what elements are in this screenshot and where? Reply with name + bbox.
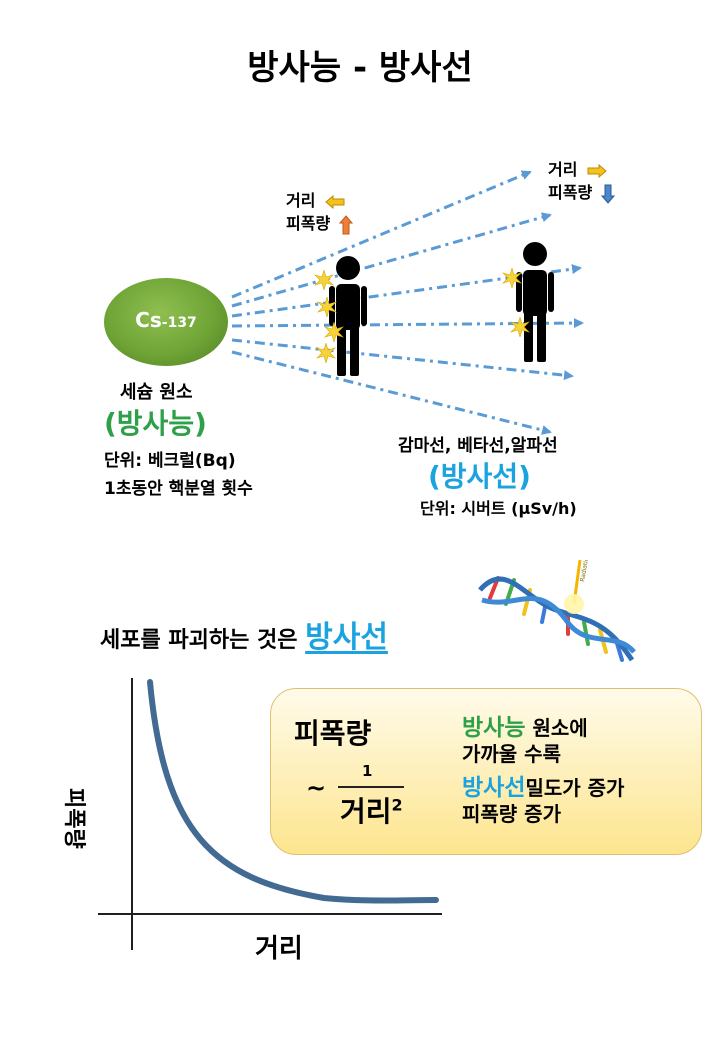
far-dose-label: 피폭량 xyxy=(548,179,615,204)
cesium-mass-number: -137 xyxy=(161,315,197,331)
impact-burst-icon xyxy=(502,268,522,288)
ray-1 xyxy=(231,170,532,299)
formula-tilde: ~ xyxy=(306,774,327,802)
explanation-line-1: 방사능 원소에 xyxy=(462,708,588,742)
fraction-bar xyxy=(338,786,404,788)
radioactivity-label: (방사능) xyxy=(104,407,207,440)
person-near-icon xyxy=(329,256,367,376)
explanation-line-3: 방사선밀도가 증가 xyxy=(462,768,624,802)
dna-radiation-tag: Radiation xyxy=(579,560,591,582)
radioactivity-definition: 1초동안 핵분열 횟수 xyxy=(104,479,253,499)
radiation-unit: 단위: 시버트 (μSv/h) xyxy=(420,499,577,518)
formula-denominator-text: 거리 xyxy=(340,795,392,828)
ray-6 xyxy=(231,350,552,435)
impact-burst-icon xyxy=(316,343,336,363)
radioactivity-unit: 단위: 베크럴(Bq) xyxy=(104,451,236,471)
formula-dose: 피폭량 xyxy=(294,717,372,750)
graph-ylabel: 피폭량 xyxy=(61,788,86,849)
dna-helix-icon: Radiation xyxy=(478,560,636,662)
arrow-left-icon xyxy=(325,194,345,209)
cesium-symbol-text: Cs xyxy=(135,308,162,332)
formula-denominator: 거리2 xyxy=(340,790,403,830)
far-distance-text: 거리 xyxy=(548,160,578,179)
dose-distance-graph xyxy=(98,678,442,950)
person-far-icon xyxy=(516,242,554,362)
near-distance-text: 거리 xyxy=(286,191,316,210)
formula-exponent: 2 xyxy=(391,795,403,815)
ray-2 xyxy=(231,212,552,308)
impact-burst-icon xyxy=(510,317,530,337)
near-dose-text: 피폭량 xyxy=(286,214,331,233)
explanation-line-3-text: 밀도가 증가 xyxy=(525,776,625,800)
cell-statement-highlight: 방사선 xyxy=(305,620,388,655)
impact-burst-icon xyxy=(317,297,337,317)
arrow-down-icon xyxy=(600,184,615,204)
near-dose-label: 피폭량 xyxy=(286,210,353,235)
inverse-square-curve xyxy=(147,679,439,904)
explanation-highlight-activity: 방사능 xyxy=(462,715,526,741)
formula-box xyxy=(270,688,702,855)
far-dose-text: 피폭량 xyxy=(548,183,593,202)
impact-burst-icon xyxy=(314,270,334,290)
radiation-label: (방사선) xyxy=(428,460,531,493)
arrow-right-icon xyxy=(587,163,607,178)
explanation-line-1-text: 원소에 xyxy=(525,716,588,740)
explanation-line-4: 피폭량 증가 xyxy=(462,802,561,826)
cesium-element-icon xyxy=(104,278,228,366)
page-title: 방사능 - 방사선 xyxy=(247,48,473,88)
radiation-types: 감마선, 베타선,알파선 xyxy=(398,436,558,456)
near-distance-label: 거리 xyxy=(286,187,345,211)
cesium-symbol: Cs-137 xyxy=(104,308,228,332)
cell-destruction-statement: 세포를 파괴하는 것은 방사선 xyxy=(100,612,388,656)
far-distance-label: 거리 xyxy=(548,156,607,180)
arrow-up-icon xyxy=(338,214,353,234)
graph-xlabel: 거리 xyxy=(255,934,303,964)
formula-numerator: 1 xyxy=(362,762,373,780)
explanation-highlight-radiation: 방사선 xyxy=(462,775,526,801)
source-name: 세슘 원소 xyxy=(120,382,193,403)
impact-burst-icon xyxy=(324,322,344,342)
cell-statement-text: 세포를 파괴하는 것은 xyxy=(100,628,306,653)
explanation-line-2: 가까울 수록 xyxy=(462,742,561,766)
ray-5 xyxy=(231,338,574,381)
